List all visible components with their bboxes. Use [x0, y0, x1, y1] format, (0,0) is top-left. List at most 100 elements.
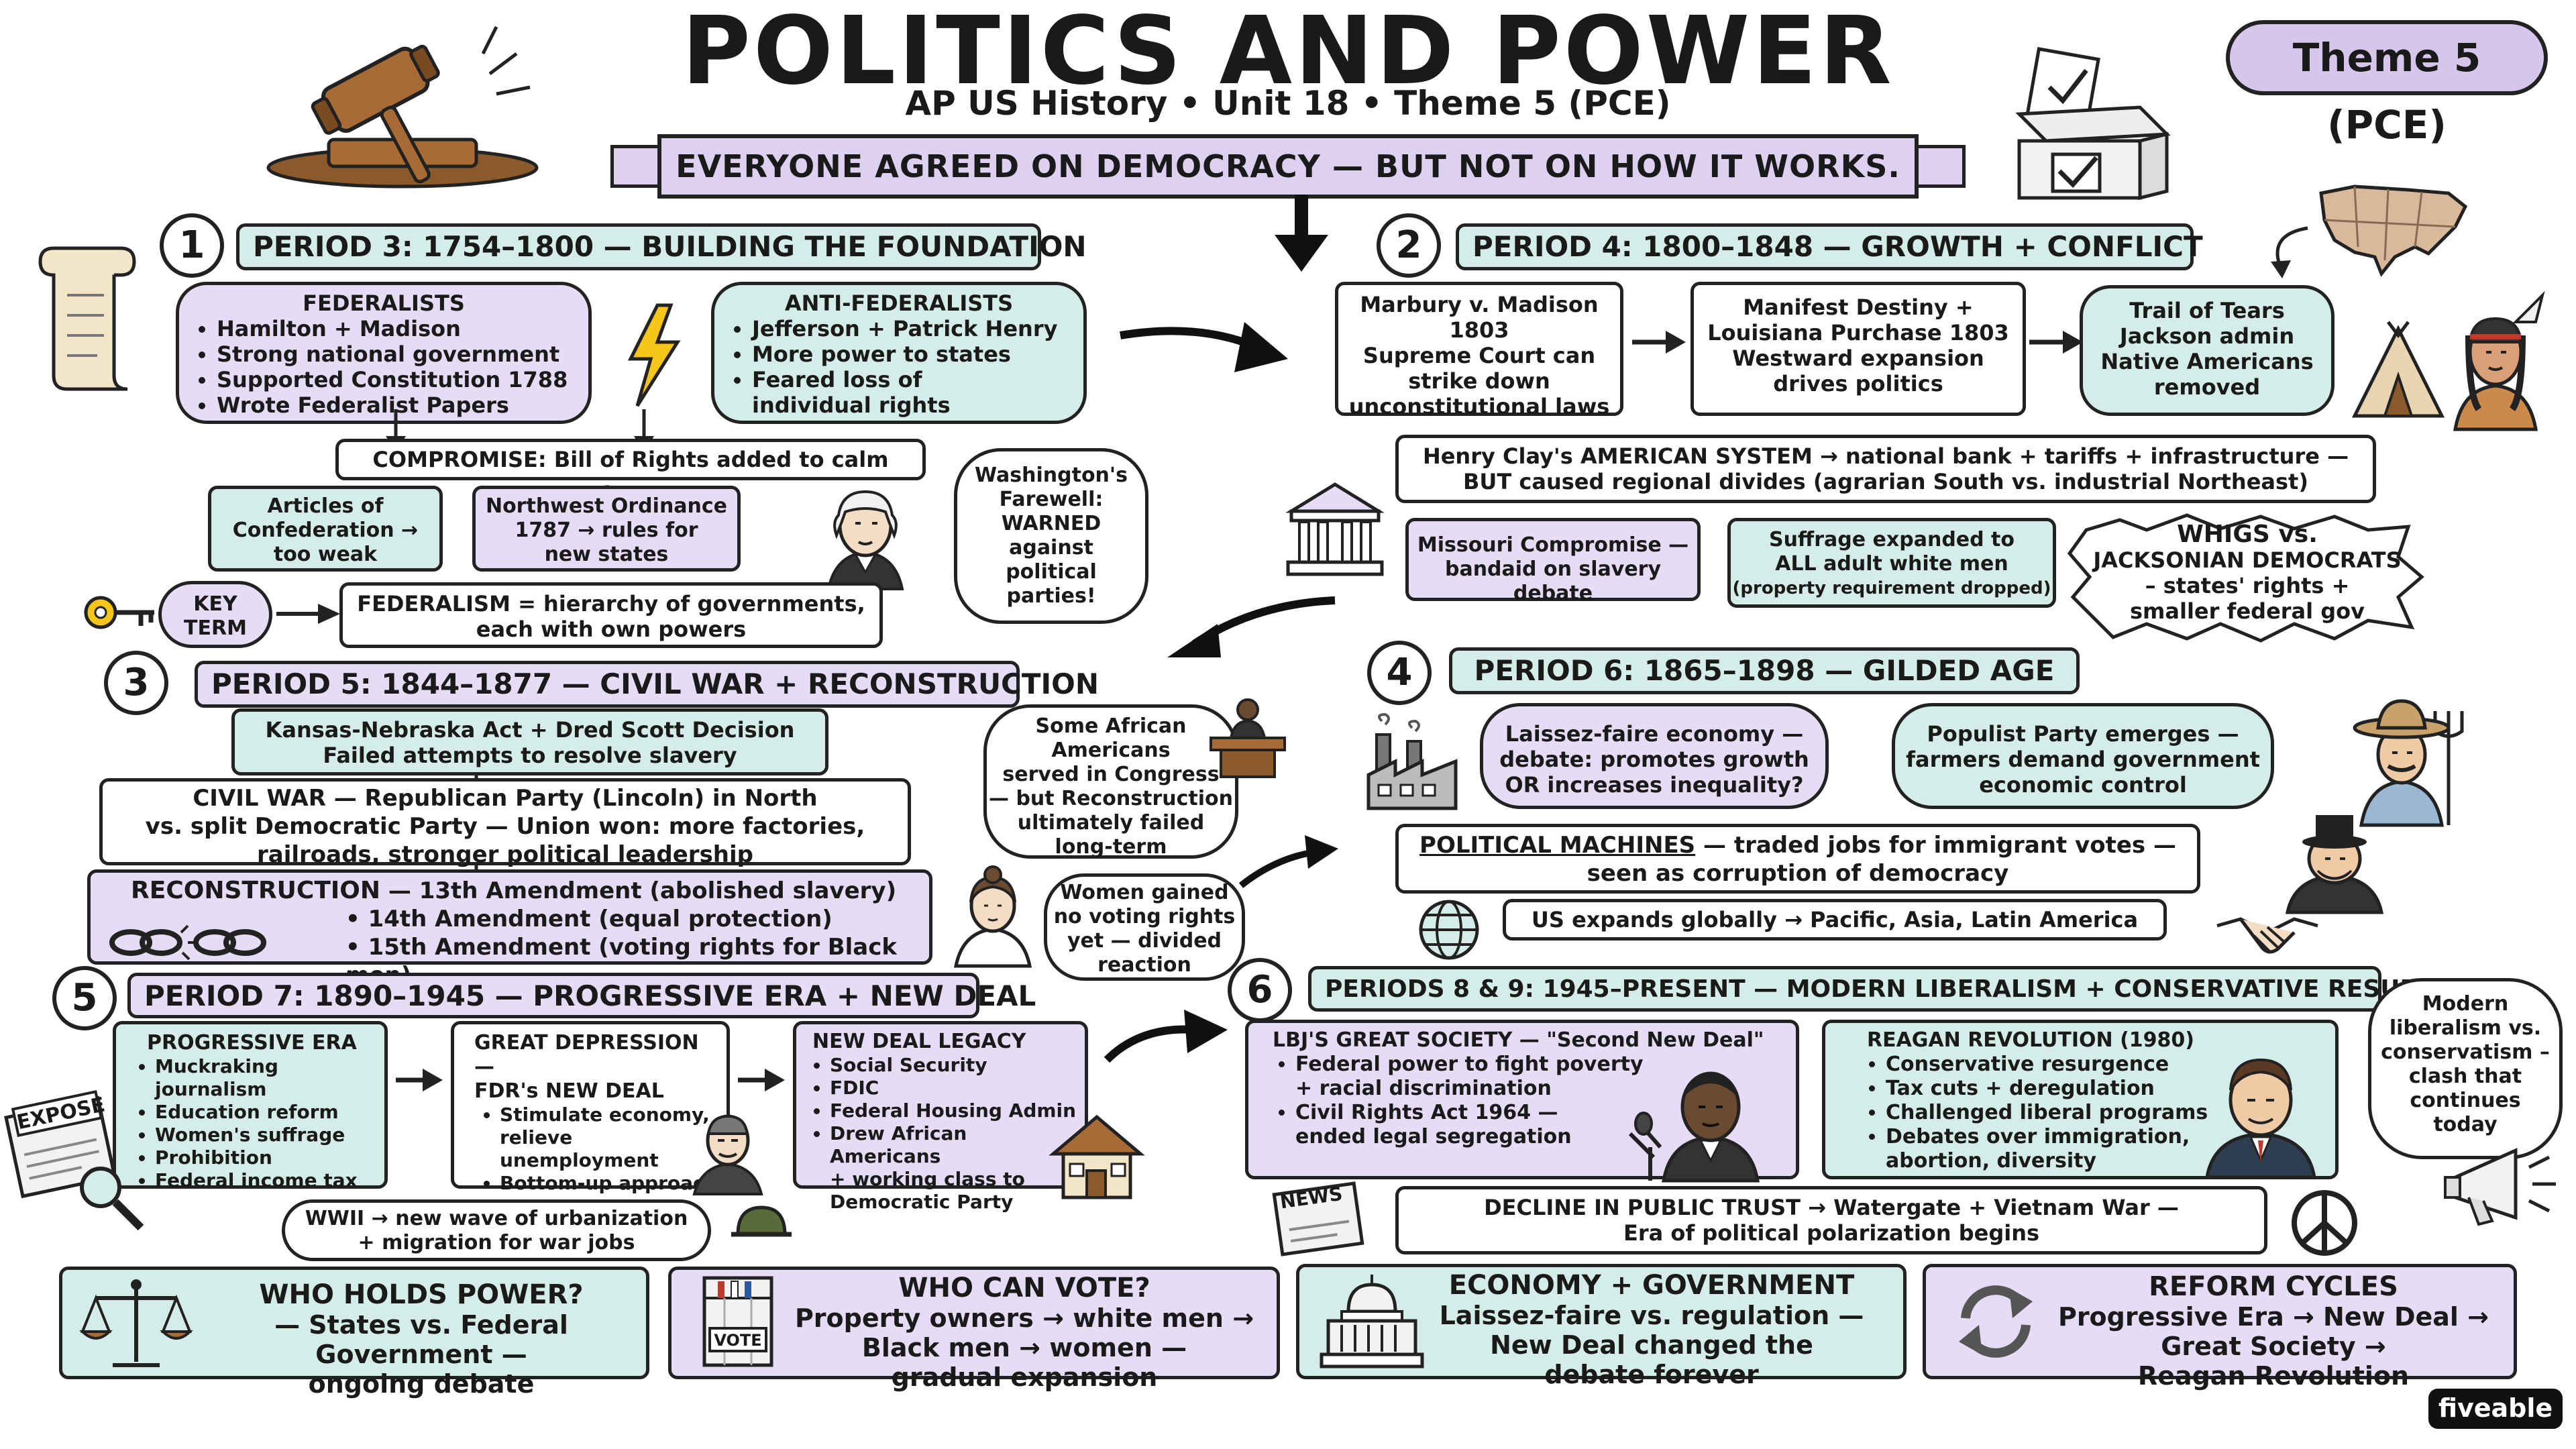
arrow-to-period5: [1167, 596, 1336, 657]
arrow-to-period89: [1104, 1010, 1228, 1063]
federalism-box: FEDERALISM = hierarchy of governments, e…: [339, 582, 883, 648]
suffrage-line: (property requirement dropped): [1732, 578, 2051, 598]
reconstruction-title: RECONSTRUCTION: [131, 877, 381, 904]
period6-header: PERIOD 6: 1865–1898 — GILDED AGE: [1449, 647, 2080, 694]
lightning-icon: [627, 303, 681, 407]
teepee-icon: [2351, 321, 2445, 418]
theme-title: WHO CAN VOTE?: [898, 1273, 1150, 1303]
great-society-title: LBJ'S GREAT SOCIETY — "Second New Deal": [1273, 1028, 1764, 1052]
down-arrow: [1275, 195, 1328, 272]
list-item: relieve unemployment: [500, 1126, 659, 1171]
house-icon: [1049, 1114, 1145, 1199]
list-item: Debates over immigration,: [1886, 1125, 2328, 1149]
federalists-title: FEDERALISTS: [303, 290, 465, 316]
theme-badge: Theme 5 (PCE): [2226, 20, 2548, 148]
suffrage-line: ALL adult white men: [1775, 552, 2008, 576]
depression-list: Stimulate economy, relieve unemployment …: [461, 1104, 720, 1195]
theme-line: Property owners → white men →: [794, 1303, 1254, 1333]
manifest-box: Manifest Destiny + Louisiana Purchase 18…: [1690, 282, 2026, 416]
missouri-line: Missouri Compromise —: [1417, 533, 1689, 557]
machines-line: — traded jobs for immigrant votes —: [1695, 832, 2176, 859]
theme-line: — States vs. Federal Government —: [274, 1310, 568, 1369]
broken-chain-icon: [109, 924, 266, 961]
laissez-faire-bubble: Laissez-faire economy — debate: promotes…: [1480, 703, 1829, 809]
women-line: reaction: [1097, 953, 1191, 977]
modern-line: liberalism vs.: [2389, 1016, 2542, 1040]
clay-line: BUT caused regional divides (agrarian So…: [1463, 469, 2308, 494]
trail-line: Trail of Tears: [2129, 298, 2285, 323]
ordinance-line: 1787 → rules for: [515, 519, 698, 542]
federalism-line: each with own powers: [476, 616, 747, 642]
articles-box: Articles of Confederation → too weak: [208, 486, 443, 572]
congress-line: served in Congress: [1002, 763, 1220, 786]
federalism-line: FEDERALISM = hierarchy of governments,: [357, 591, 865, 616]
period4-number: 2: [1377, 213, 1441, 278]
clay-line: Henry Clay's AMERICAN SYSTEM → national …: [1422, 443, 2349, 469]
new-deal-list: Social Security FDIC Federal Housing Adm…: [803, 1054, 1078, 1214]
kansas-box: Kansas-Nebraska Act + Dred Scott Decisio…: [231, 708, 828, 775]
scales-icon: [79, 1279, 193, 1367]
podium-icon: [1210, 698, 1286, 778]
theme-line: New Deal changed the: [1490, 1330, 1813, 1360]
modern-line: conservatism –: [2381, 1040, 2550, 1064]
handshake-icon: [2216, 917, 2318, 954]
wwii-bubble: WWII → new wave of urbanization + migrat…: [282, 1199, 711, 1261]
federalists-list: Hamilton + Madison Strong national gover…: [186, 316, 582, 418]
main-banner: EVERYONE AGREED ON DEMOCRACY — BUT NOT O…: [657, 134, 1919, 199]
modern-line: Modern: [2422, 992, 2509, 1016]
theme-title: WHO HOLDS POWER?: [259, 1279, 584, 1310]
helmet-icon: [731, 1205, 792, 1237]
list-item: Education reform: [155, 1101, 378, 1124]
depression-box: GREAT DEPRESSION — FDR's NEW DEAL Stimul…: [451, 1021, 730, 1194]
washington-line: parties!: [1006, 584, 1096, 608]
curved-arrow: [2271, 226, 2308, 278]
period7-header: PERIOD 7: 1890–1945 — PROGRESSIVE ERA + …: [127, 973, 1036, 1018]
civil-war-line: railroads, stronger political leadership: [257, 841, 753, 868]
trail-line: Native Americans: [2100, 349, 2314, 374]
list-item: Conservative resurgence: [1886, 1053, 2328, 1077]
list-item: More power to states: [752, 341, 1077, 367]
list-item: abortion, diversity: [1886, 1149, 2097, 1173]
list-item: Muckraking journalism: [155, 1055, 378, 1101]
washington-portrait-icon: [826, 490, 904, 590]
arrow-to-period4: [1120, 322, 1288, 372]
list-item: Supported Constitution 1788: [217, 367, 582, 392]
list-item: Strong national government: [217, 341, 582, 367]
theme-line: Reagan Revolution: [2137, 1361, 2410, 1391]
civil-war-box: CIVIL WAR — Republican Party (Lincoln) i…: [99, 778, 911, 868]
political-machines-box: POLITICAL MACHINES — traded jobs for imm…: [1395, 824, 2200, 894]
marbury-box: Marbury v. Madison 1803 Supreme Court ca…: [1335, 282, 1623, 419]
list-item: + working class to: [830, 1168, 1025, 1190]
kansas-line: Failed attempts to resolve slavery: [323, 743, 737, 768]
machines-row: POLITICAL MACHINES — traded jobs for imm…: [1399, 831, 2197, 859]
articles-line: Confederation →: [232, 519, 419, 542]
marbury-line: 1803: [1449, 317, 1509, 343]
populist-bubble: Populist Party emerges — farmers demand …: [1892, 703, 2274, 809]
list-item: Federal Housing Admin: [830, 1099, 1078, 1122]
theme-line: Black men → women —: [861, 1333, 1187, 1362]
list-item: Tax cuts + deregulation: [1886, 1077, 2328, 1101]
articles-line: too weak: [273, 543, 378, 566]
list-item: Federal power to fight poverty: [1295, 1053, 1789, 1077]
new-deal-title: NEW DEAL LEGACY: [812, 1030, 1026, 1053]
women-line: yet — divided: [1067, 929, 1222, 953]
public-trust-box: DECLINE IN PUBLIC TRUST → Watergate + Vi…: [1395, 1186, 2267, 1254]
list-item: FDIC: [830, 1077, 1078, 1099]
arrow-to-period6: [1238, 835, 1338, 888]
women-bubble: Women gained no voting rights yet — divi…: [1044, 873, 1245, 981]
whigs-text: WHIGS vs. JACKSONIAN DEMOCRATS – states'…: [2086, 522, 2408, 636]
modern-line: clash that: [2408, 1065, 2522, 1088]
list-item: Prohibition: [155, 1146, 378, 1169]
native-american-icon: [2453, 290, 2545, 431]
manifest-line: Manifest Destiny +: [1743, 294, 1974, 320]
gavel-icon: [266, 25, 539, 189]
cycle-icon: [1959, 1285, 2033, 1358]
laissez-line: debate: promotes growth: [1499, 747, 1809, 772]
clay-box: Henry Clay's AMERICAN SYSTEM → national …: [1395, 435, 2376, 503]
list-item: Challenged liberal programs: [1886, 1101, 2328, 1125]
machines-line: seen as corruption of democracy: [1587, 860, 2009, 887]
us-map-icon: [2319, 184, 2468, 277]
key-term-line: KEY: [193, 592, 237, 616]
wwii-line: WWII → new wave of urbanization: [305, 1207, 688, 1230]
list-item: individual rights: [752, 392, 951, 418]
